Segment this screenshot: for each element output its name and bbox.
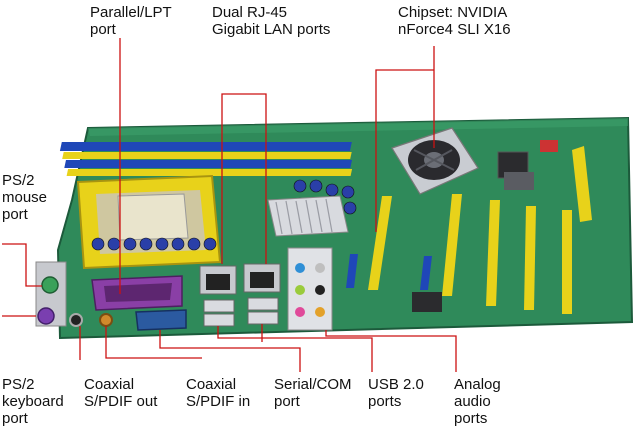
pcie-x16-slot (368, 196, 392, 290)
leader-lan (221, 93, 267, 264)
audio-jack (295, 285, 305, 295)
audio-jack-block (287, 247, 333, 331)
rear-io-panel (35, 247, 333, 331)
usb-port (203, 299, 235, 313)
dimm-slot (66, 169, 353, 176)
serial-port (135, 309, 187, 331)
leader-serial (159, 330, 301, 372)
audio-jack (295, 307, 305, 317)
pcie-x1-slot (346, 254, 358, 288)
leader-lines (2, 38, 457, 372)
label-lan-ports: Dual RJ-45 Gigabit LAN ports (212, 4, 331, 38)
label-parallel-port: Parallel/LPT port (90, 4, 172, 38)
memory-slots (59, 142, 353, 176)
label-chipset: Chipset: NVIDIA nForce4 SLI X16 (398, 4, 511, 38)
leader-chipset-2 (375, 69, 434, 232)
ps2-mouse-port (41, 276, 59, 294)
label-usb-ports: USB 2.0 ports (368, 376, 424, 410)
ps2-keyboard-port (37, 307, 55, 325)
pcie-x16-slot (442, 194, 462, 296)
usb-port (247, 311, 279, 325)
audio-jack (315, 285, 325, 295)
label-ps2-mouse: PS/2 mouse port (2, 172, 48, 223)
pci-slot (562, 210, 572, 314)
leader-ps2-mouse (2, 243, 42, 287)
spdif-in-jack (99, 313, 113, 327)
leader-audio (325, 330, 457, 372)
audio-jack (315, 307, 325, 317)
chipset-fan (391, 127, 479, 195)
dimm-slot (62, 152, 352, 159)
audio-jack (315, 263, 325, 273)
label-audio-ports: Analog audio ports (454, 376, 501, 427)
label-spdif-out: Coaxial S/PDIF out (84, 376, 158, 410)
pcie-x1-slot (420, 256, 432, 290)
cpu-socket-area (76, 174, 222, 270)
heatsink (267, 195, 349, 237)
label-serial-port: Serial/COM port (274, 376, 352, 410)
dimm-slot (64, 160, 352, 168)
capacitors (91, 179, 357, 251)
leader-spdif-in (105, 326, 202, 359)
pci-slot (486, 200, 500, 306)
label-spdif-in: Coaxial S/PDIF in (186, 376, 251, 410)
pci-slot (524, 206, 536, 310)
spdif-out-jack (69, 313, 83, 327)
label-ps2-keyboard: PS/2 keyboard port (2, 376, 64, 427)
audio-jack (295, 263, 305, 273)
dimm-slot (59, 142, 352, 151)
cpu-socket (117, 193, 189, 241)
usb-port (203, 313, 235, 327)
chips (412, 140, 558, 312)
expansion-slots (346, 146, 592, 314)
leader-usb-a (217, 326, 373, 372)
usb-port (247, 297, 279, 311)
